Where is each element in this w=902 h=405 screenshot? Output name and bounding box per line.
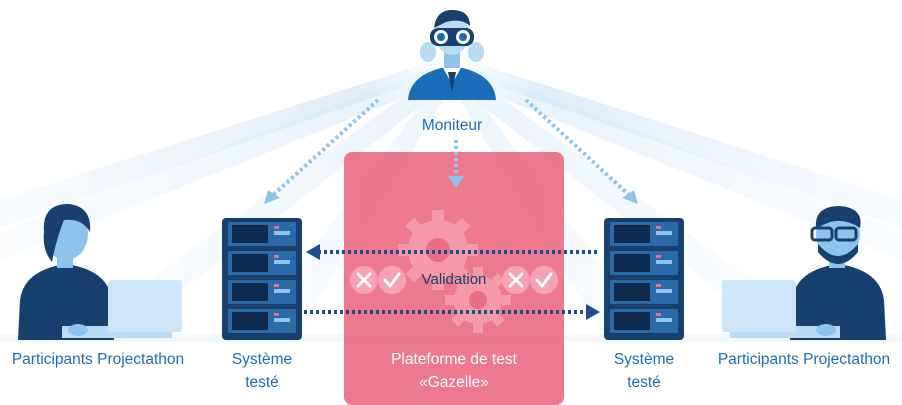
left-system-label-line2: testé <box>245 374 279 391</box>
check-and-cross-icon <box>350 266 406 294</box>
platform-label-line2: «Gazelle» <box>419 374 489 391</box>
right-system-label-line2: testé <box>627 374 661 391</box>
server-rack-icon <box>222 218 302 340</box>
left-system-label-line1: Système <box>231 351 293 368</box>
monitor-label: Moniteur <box>421 117 483 134</box>
check-and-cross-icon <box>502 266 558 294</box>
monitor-arrows <box>264 98 638 204</box>
platform-label-line1: Plateforme de test <box>391 351 517 368</box>
right-participant-label: Participants Projectathon <box>717 351 891 368</box>
left-participant-label: Participants Projectathon <box>11 351 185 368</box>
right-system-label-line1: Système <box>613 351 675 368</box>
woman-at-laptop-icon <box>18 204 182 340</box>
person-with-binoculars-icon <box>408 10 496 100</box>
validation-label: Validation <box>421 271 487 288</box>
man-with-glasses-at-laptop-icon <box>722 206 886 340</box>
data-exchange-arrows <box>304 244 600 320</box>
server-rack-icon <box>604 218 684 340</box>
